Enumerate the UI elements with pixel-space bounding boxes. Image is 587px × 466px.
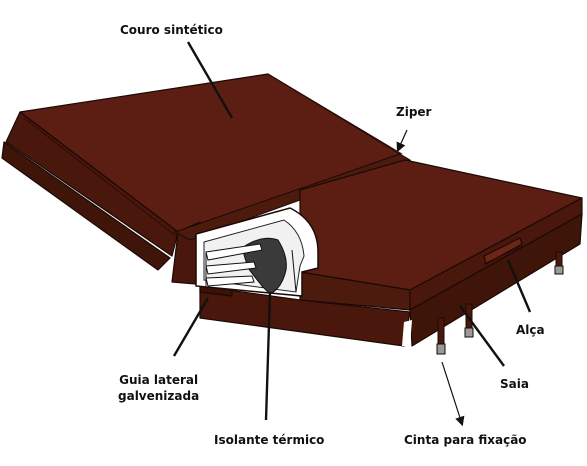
pointer-guia: [172, 297, 210, 357]
label-guia-line1: Guia lateral: [119, 373, 199, 387]
skirt: [409, 213, 583, 347]
right-panel: [299, 159, 583, 347]
pointer-saia: [459, 305, 505, 367]
pointer-lines: [172, 41, 532, 421]
left-panel-front-edge: [5, 111, 179, 257]
label-ziper: Ziper: [396, 105, 432, 119]
label-guia-lateral: Guia lateral galvenizada: [118, 372, 199, 404]
pointer-cinta: [441, 361, 465, 427]
pointer-alca: [506, 259, 532, 313]
thermal-insulation: [241, 237, 287, 295]
left-panel: [1, 73, 401, 285]
pointer-couro: [186, 41, 234, 119]
label-alca: Alça: [516, 323, 545, 337]
label-couro-sintetico: Couro sintético: [120, 23, 223, 37]
cross-section: [195, 207, 319, 297]
pointer-isolante: [264, 291, 272, 421]
handle: [483, 237, 523, 265]
pointer-ziper: [396, 129, 408, 153]
label-guia-line2: galvenizada: [118, 389, 200, 403]
label-saia: Saia: [500, 377, 529, 391]
label-isolante-termico: Isolante térmico: [214, 433, 325, 447]
left-panel-lower-edge: [1, 141, 171, 271]
label-cinta-fixacao: Cinta para fixação: [404, 433, 527, 447]
